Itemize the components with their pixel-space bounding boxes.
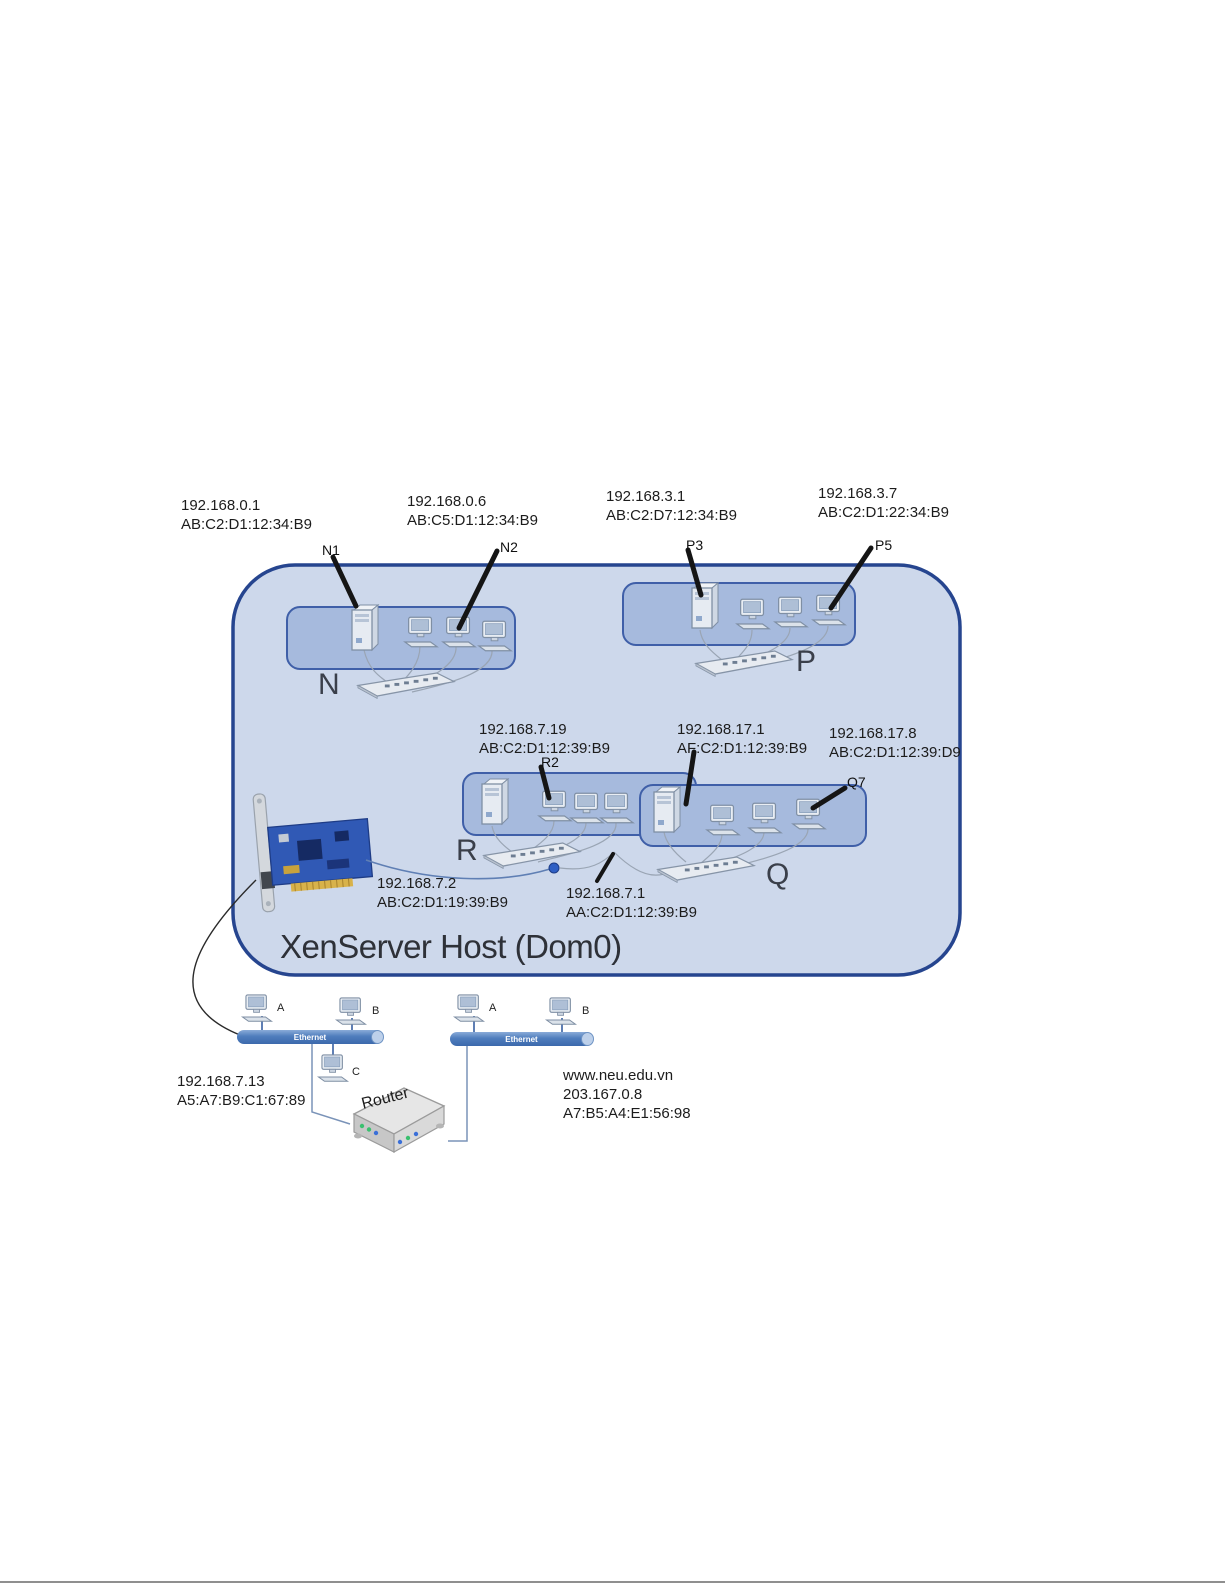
ethernet-segment-1: Ethernet xyxy=(237,1030,384,1044)
network-box-p xyxy=(622,582,856,646)
server-icon-p3 xyxy=(691,582,719,629)
station-seg1-c: C xyxy=(352,1066,360,1078)
label-q7-mac: AB:C2:D1:12:39:D9 xyxy=(829,744,961,761)
tag-n2: N2 xyxy=(500,539,518,555)
host-title: XenServer Host (Dom0) xyxy=(280,928,622,965)
label-nic: 192.168.7.2 AB:C2:D1:19:39:B9 xyxy=(377,874,508,912)
label-p3-ip: 192.168.3.1 xyxy=(606,488,686,505)
label-r2-ip: 192.168.7.19 xyxy=(479,721,567,738)
label-web-mac: A7:B5:A4:E1:56:98 xyxy=(563,1105,691,1122)
callout-n1 xyxy=(330,554,359,609)
group-letter-r: R xyxy=(456,834,478,867)
label-n1-mac: AB:C2:D1:12:34:B9 xyxy=(181,516,312,533)
nic-to-ethernet-cable xyxy=(192,879,257,1036)
label-p5-mac: AB:C2:D1:22:34:B9 xyxy=(818,504,949,521)
computer-icon-seg1-a xyxy=(241,994,273,1022)
callout-p5 xyxy=(828,545,874,611)
callout-q1 xyxy=(683,749,697,807)
computer-icon-seg1-b xyxy=(335,997,367,1025)
label-web-host: www.neu.edu.vn xyxy=(563,1067,674,1084)
router-links xyxy=(311,1044,468,1142)
callout-r2 xyxy=(538,764,552,801)
server-icon-q1 xyxy=(653,786,681,833)
callout-dom0if xyxy=(595,852,615,883)
station-seg1-a: A xyxy=(277,1002,285,1014)
station-seg2-b: B xyxy=(582,1005,590,1017)
label-q1: 192.168.17.1 AF:C2:D1:12:39:B9 xyxy=(677,720,807,758)
label-p3: 192.168.3.1 AB:C2:D7:12:34:B9 xyxy=(606,487,737,525)
tag-p5: P5 xyxy=(875,537,893,553)
label-lan-mac: A5:A7:B9:C1:67:89 xyxy=(177,1092,306,1109)
ethernet-segment-1-cap xyxy=(371,1030,384,1044)
label-p5: 192.168.3.7 AB:C2:D1:22:34:B9 xyxy=(818,484,949,522)
label-n2-mac: AB:C5:D1:12:34:B9 xyxy=(407,512,538,529)
label-n2: 192.168.0.6 AB:C5:D1:12:34:B9 xyxy=(407,492,538,530)
group-letter-q: Q xyxy=(766,858,790,891)
tag-q7: Q7 xyxy=(847,774,866,790)
vif-junction-dot xyxy=(548,862,560,874)
label-lan-ip: 192.168.7.13 xyxy=(177,1073,265,1090)
computer-icon-seg1-c xyxy=(317,1054,349,1082)
label-dom0if-mac: AA:C2:D1:12:39:B9 xyxy=(566,904,697,921)
group-letter-n: N xyxy=(318,668,340,701)
page-bottom-border xyxy=(0,1581,1225,1583)
label-nic-ip: 192.168.7.2 xyxy=(377,875,457,892)
label-web: www.neu.edu.vn 203.167.0.8 A7:B5:A4:E1:5… xyxy=(563,1066,691,1123)
label-p3-mac: AB:C2:D7:12:34:B9 xyxy=(606,507,737,524)
label-dom0if-ip: 192.168.7.1 xyxy=(566,885,646,902)
callout-lines xyxy=(330,545,874,883)
ethernet-segment-2-label: Ethernet xyxy=(505,1034,538,1044)
tag-p3: P3 xyxy=(686,537,704,553)
ethernet-segment-1-label: Ethernet xyxy=(293,1032,327,1042)
label-q7-ip: 192.168.17.8 xyxy=(829,725,917,742)
ethernet-segment-2-cap xyxy=(581,1032,594,1046)
label-nic-mac: AB:C2:D1:19:39:B9 xyxy=(377,894,508,911)
callout-n2 xyxy=(456,548,500,631)
ethernet-segment-2: Ethernet xyxy=(450,1032,594,1046)
label-lan: 192.168.7.13 A5:A7:B9:C1:67:89 xyxy=(177,1072,305,1110)
router-icon xyxy=(352,1087,446,1154)
network-box-n xyxy=(286,606,516,670)
server-icon-n1 xyxy=(351,604,379,651)
label-n2-ip: 192.168.0.6 xyxy=(407,493,487,510)
callout-p3 xyxy=(685,547,704,598)
label-r2: 192.168.7.19 AB:C2:D1:12:39:B9 xyxy=(479,720,610,758)
label-web-ip: 203.167.0.8 xyxy=(563,1086,643,1103)
label-q7: 192.168.17.8 AB:C2:D1:12:39:D9 xyxy=(829,724,961,762)
label-p5-ip: 192.168.3.7 xyxy=(818,485,898,502)
label-q1-mac: AF:C2:D1:12:39:B9 xyxy=(677,740,808,757)
callout-q7 xyxy=(810,785,848,811)
server-icon-r xyxy=(481,778,509,825)
label-n1: 192.168.0.1 AB:C2:D1:12:34:B9 xyxy=(181,496,312,534)
group-letter-p: P xyxy=(796,645,817,678)
computer-icon-seg2-b xyxy=(545,997,577,1025)
label-r2-mac: AB:C2:D1:12:39:B9 xyxy=(479,740,610,757)
tag-r2: R2 xyxy=(541,754,559,770)
label-q1-ip: 192.168.17.1 xyxy=(677,721,765,738)
station-seg1-b: B xyxy=(372,1005,380,1017)
label-dom0if: 192.168.7.1 AA:C2:D1:12:39:B9 xyxy=(566,884,697,922)
nic-gold-edge xyxy=(290,878,354,892)
label-n1-ip: 192.168.0.1 xyxy=(181,497,261,514)
nic-to-switch-cable xyxy=(365,859,551,880)
nic-card xyxy=(252,793,374,913)
tag-n1: N1 xyxy=(322,542,340,558)
computer-icon-seg2-a xyxy=(453,994,485,1022)
station-seg2-a: A xyxy=(489,1002,497,1014)
